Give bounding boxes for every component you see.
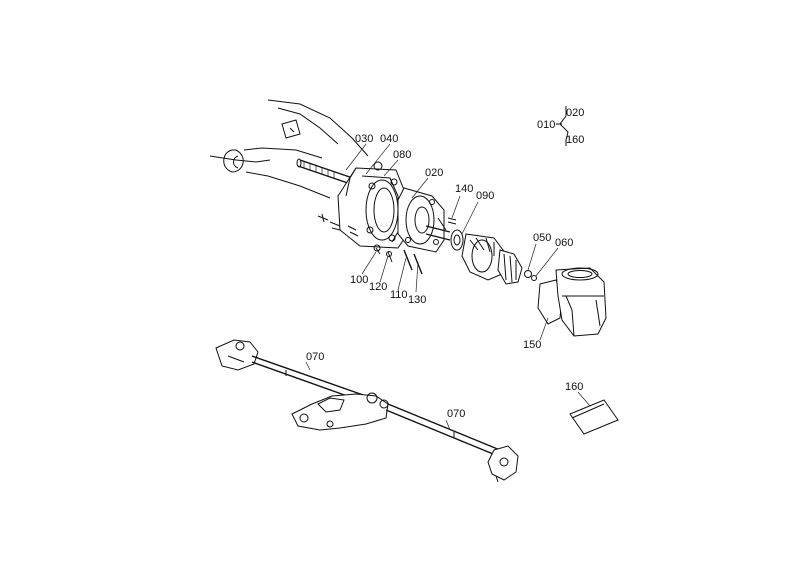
callout-070-right: 070 bbox=[447, 408, 465, 420]
callout-160-legend: 160 bbox=[566, 134, 584, 146]
callout-020: 020 bbox=[425, 167, 443, 179]
callout-040: 040 bbox=[380, 133, 398, 145]
callout-030: 030 bbox=[355, 133, 373, 145]
callout-120: 120 bbox=[369, 281, 387, 293]
callout-070-left: 070 bbox=[306, 351, 324, 363]
tie-rod-assembly bbox=[215, 339, 519, 483]
stud-140 bbox=[447, 217, 457, 225]
callout-160: 160 bbox=[565, 381, 583, 393]
callout-100: 100 bbox=[350, 274, 368, 286]
callout-020-legend: 020 bbox=[566, 107, 584, 119]
callout-150: 150 bbox=[523, 339, 541, 351]
callout-090: 090 bbox=[476, 190, 494, 202]
pivot-housing bbox=[537, 267, 607, 337]
callout-130: 130 bbox=[408, 294, 426, 306]
callout-050: 050 bbox=[533, 232, 551, 244]
bolts-100-130 bbox=[373, 244, 423, 275]
callout-060: 060 bbox=[555, 237, 573, 249]
washers-050-060 bbox=[524, 270, 537, 281]
bearing-090 bbox=[450, 229, 464, 251]
callout-080: 080 bbox=[393, 149, 411, 161]
leader-lines bbox=[305, 143, 591, 431]
callout-140: 140 bbox=[455, 183, 473, 195]
callout-110: 110 bbox=[390, 289, 408, 301]
gear-case bbox=[331, 161, 407, 249]
axle-flange bbox=[397, 187, 451, 253]
transmission-housing bbox=[209, 99, 369, 199]
decal-160 bbox=[569, 399, 619, 435]
small-bolts bbox=[317, 213, 359, 237]
legend-bracket bbox=[556, 106, 569, 146]
callout-010: 010 bbox=[537, 119, 555, 131]
bevel-gear bbox=[461, 233, 523, 285]
